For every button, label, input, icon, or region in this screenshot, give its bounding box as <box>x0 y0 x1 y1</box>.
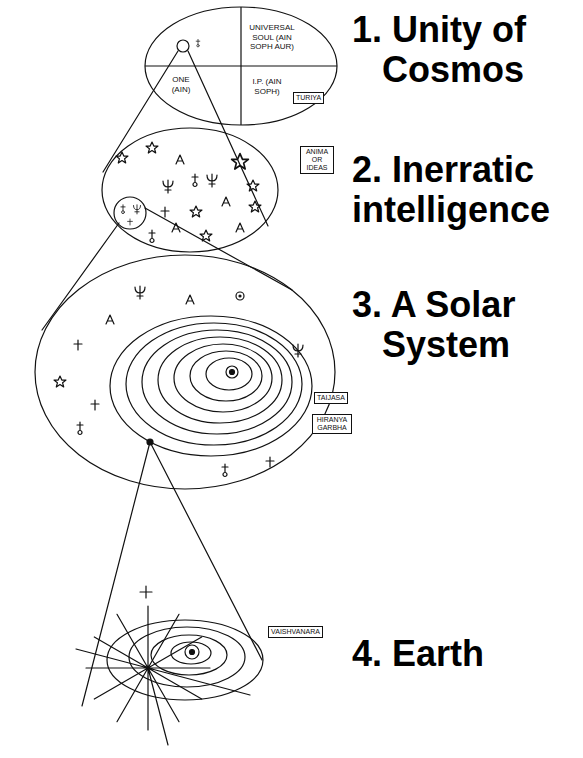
state-label-box: VAISHVANARA <box>268 626 323 638</box>
star-glyph <box>176 155 184 164</box>
star-glyph <box>247 180 259 191</box>
cosmos-outline <box>143 5 339 127</box>
star-glyph <box>222 197 230 206</box>
state-label-box: ANIMA OR IDEAS <box>300 146 334 174</box>
star-glyph <box>106 315 114 324</box>
cone-line <box>150 442 262 660</box>
planet-glyph <box>192 174 198 187</box>
state-label-box: TAIJASA <box>314 392 348 404</box>
label-slot: 1. Unity of Cosmos <box>352 10 578 89</box>
drawing-group <box>35 39 335 745</box>
cone-line <box>145 208 292 290</box>
star-glyph <box>232 154 249 169</box>
planet-glyph <box>121 205 125 214</box>
star-glyph <box>116 152 128 163</box>
label-slot: 2. Inerratic intelligence <box>352 150 578 229</box>
planet-glyph <box>135 286 145 299</box>
planet-glyph <box>236 292 244 300</box>
radiating-lines <box>76 606 250 745</box>
orbit <box>171 642 211 664</box>
cross-symbol <box>140 586 152 598</box>
sun-symbol <box>230 370 235 375</box>
star-glyph <box>54 376 66 387</box>
star-glyph <box>190 206 202 217</box>
state-label-box: HIRANYA GARBHA <box>312 414 352 434</box>
focus-circle <box>177 40 189 52</box>
state-label-text: HIRANYA GARBHA <box>315 416 349 432</box>
orbit <box>129 627 245 687</box>
level-label: 1. Unity of Cosmos <box>352 10 578 89</box>
state-label-text: VAISHVANARA <box>271 628 320 636</box>
planet-glyph <box>163 180 173 193</box>
star-glyph <box>236 223 244 232</box>
orbit <box>107 620 263 700</box>
quadrant-text: UNIVERSAL SOUL (AIN SOPH AUR) <box>247 23 297 52</box>
cone-line <box>103 51 178 172</box>
star-glyph <box>146 142 158 153</box>
sphere-outline <box>35 255 335 489</box>
cosmos-circle: UNIVERSAL SOUL (AIN SOPH AUR) ONE (AIN) I.… <box>143 5 339 127</box>
cone-line <box>42 223 119 330</box>
text-slot: UNIVERSAL SOUL (AIN SOPH AUR) <box>247 23 297 52</box>
state-label-box: TURIYA <box>293 92 324 104</box>
outline-group <box>145 7 337 125</box>
level-label: 3. A Solar System <box>352 285 578 364</box>
planet-glyph <box>77 422 83 435</box>
star-glyph <box>91 400 99 410</box>
planet-glyph <box>196 39 200 47</box>
star-glyph <box>74 340 82 350</box>
earth-symbol <box>190 650 195 655</box>
sun-symbol <box>226 366 238 378</box>
state-label-text: TAIJASA <box>317 394 345 402</box>
quadrant-divider <box>145 65 337 66</box>
quadrant-text: ONE (AIN) <box>167 75 195 94</box>
text-slot: ONE (AIN) <box>167 75 195 94</box>
planet-glyph <box>239 295 241 297</box>
planet-glyph <box>128 219 133 225</box>
level-label: 4. Earth <box>352 634 578 674</box>
planet-glyph <box>149 230 155 243</box>
planet-glyph <box>134 205 141 214</box>
state-label-text: ANIMA OR IDEAS <box>303 148 331 172</box>
quadrant-text: I.P. (AIN SOPH) <box>244 77 290 96</box>
planet-glyph <box>207 174 217 187</box>
label-slot: 4. Earth <box>352 634 578 674</box>
orbit <box>151 635 227 675</box>
label-slot: 3. A Solar System <box>352 285 578 364</box>
star-glyph <box>249 201 261 212</box>
orbit <box>174 344 272 412</box>
state-label-text: TURIYA <box>296 94 321 102</box>
orbit <box>142 330 292 434</box>
orbit <box>158 337 282 423</box>
text-slot: I.P. (AIN SOPH) <box>244 77 290 96</box>
earth-symbol <box>185 645 199 659</box>
sphere-outline <box>145 7 337 125</box>
orbit <box>206 358 252 390</box>
star-glyph <box>186 295 194 304</box>
orbit <box>110 316 312 456</box>
star-glyph <box>161 207 169 217</box>
level-label: 2. Inerratic intelligence <box>352 150 578 229</box>
planet-glyph <box>222 464 228 477</box>
planet-glyph <box>293 344 303 357</box>
orbit <box>190 351 262 401</box>
star-glyph <box>266 457 274 467</box>
orbit <box>126 323 302 445</box>
